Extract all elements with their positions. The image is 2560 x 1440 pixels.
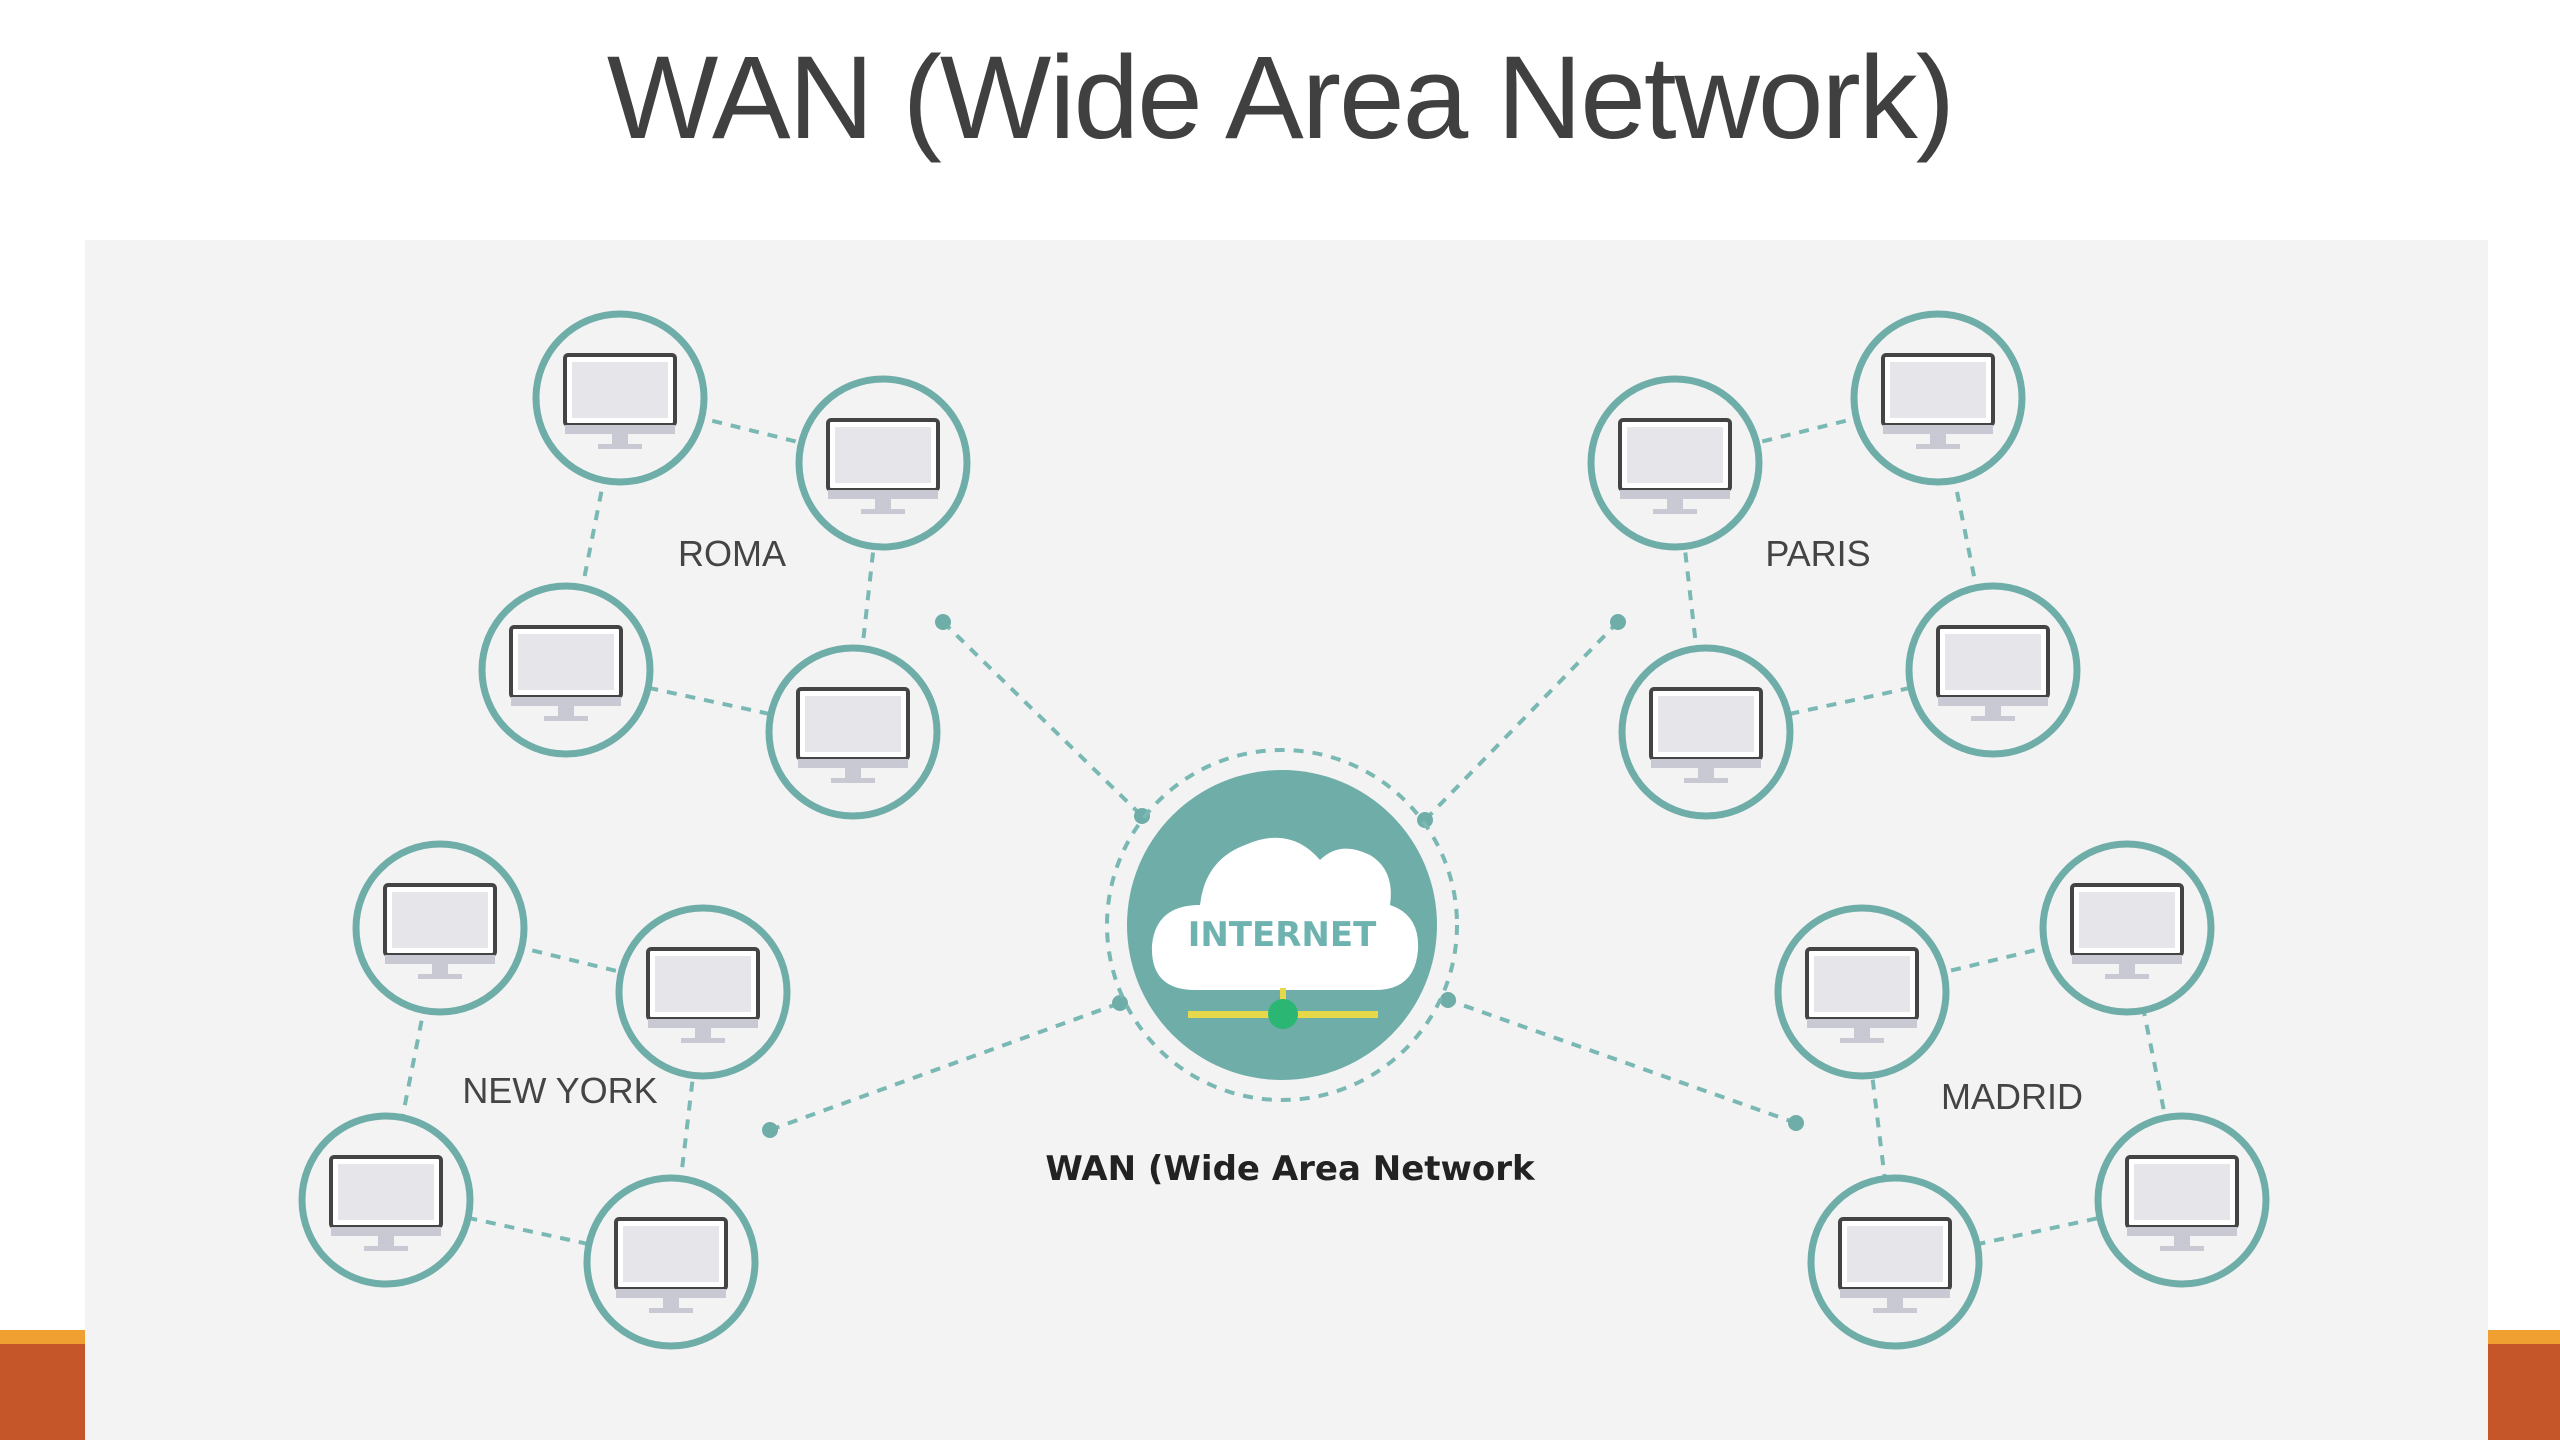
- site-groups: ROMA PARIS NEW YORK MADRID: [298, 310, 2270, 1350]
- computer-node: [1587, 375, 1763, 551]
- internet-hub: INTERNET: [1105, 748, 1459, 1102]
- computer-node: [1850, 310, 2026, 486]
- junction-dot: [935, 614, 951, 630]
- site-label: NEW YORK: [462, 1070, 657, 1111]
- site-ring: [383, 926, 706, 1265]
- site-label: PARIS: [1765, 533, 1870, 574]
- network-links: [383, 396, 2185, 1265]
- cloud-icon: [1151, 837, 1419, 990]
- computer-node: [1807, 1174, 1983, 1350]
- computer-node: [478, 582, 654, 758]
- junction-dot: [762, 1122, 778, 1138]
- computer-node: [1774, 904, 1950, 1080]
- slide-title: WAN (Wide Area Network): [606, 32, 1955, 164]
- junction-dot: [1788, 1115, 1804, 1131]
- computer-node: [2094, 1112, 2270, 1288]
- site-label: ROMA: [678, 533, 786, 574]
- uplink-paris: [1423, 620, 1620, 822]
- computer-node: [352, 840, 528, 1016]
- accent-bar-right: [2488, 1330, 2560, 1440]
- site-new-york: NEW YORK: [298, 840, 791, 1350]
- site-roma: ROMA: [478, 310, 971, 820]
- computer-node: [1618, 644, 1794, 820]
- uplink-new-york: [769, 1001, 1121, 1132]
- computer-node: [298, 1112, 474, 1288]
- computer-node: [532, 310, 708, 486]
- computer-node: [615, 904, 791, 1080]
- computer-node: [583, 1174, 759, 1350]
- hub-port-dot: [1440, 992, 1456, 1008]
- wan-caption: WAN (Wide Area Network: [1045, 1149, 1536, 1189]
- uplink-madrid: [1447, 998, 1797, 1125]
- uplink-roma: [941, 620, 1144, 818]
- site-label: MADRID: [1941, 1076, 2083, 1117]
- computer-node: [795, 375, 971, 551]
- accent-bar-left: [0, 1330, 85, 1440]
- computer-node: [2039, 840, 2215, 1016]
- site-madrid: MADRID: [1774, 840, 2270, 1350]
- computer-node: [765, 644, 941, 820]
- hub-port-dot: [1112, 995, 1128, 1011]
- hub-port-dot: [1417, 812, 1433, 828]
- computer-node: [1905, 582, 2081, 758]
- junction-dot: [1610, 614, 1626, 630]
- site-paris: PARIS: [1587, 310, 2081, 820]
- hub-node: [1268, 999, 1298, 1029]
- internet-label: INTERNET: [1188, 915, 1377, 955]
